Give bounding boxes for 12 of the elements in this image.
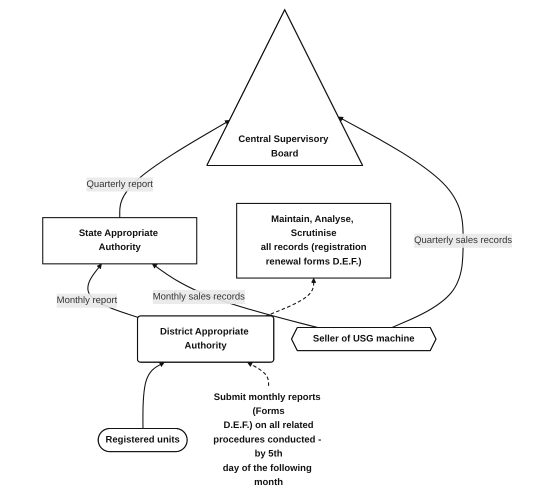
edge-label: Monthly sales records xyxy=(152,292,245,302)
arrow xyxy=(152,264,319,328)
arrow xyxy=(247,362,270,386)
arrow xyxy=(338,116,464,328)
edge-label: Quarterly report xyxy=(86,179,153,190)
edge-label: Quarterly sales records xyxy=(414,235,512,246)
node-text: Submit monthly reports (Forms D.E.F.) on all related procedures conducted - by 5th day of the following month xyxy=(213,392,322,488)
node-box: Maintain, Analyse, Scrutinise all records (registration renewal forms D.E.F.) xyxy=(236,202,392,279)
edge-label: Monthly report xyxy=(56,295,118,306)
node-box: State Appropriate Authority xyxy=(42,217,198,264)
arrow xyxy=(142,362,165,429)
arrow xyxy=(119,120,230,218)
